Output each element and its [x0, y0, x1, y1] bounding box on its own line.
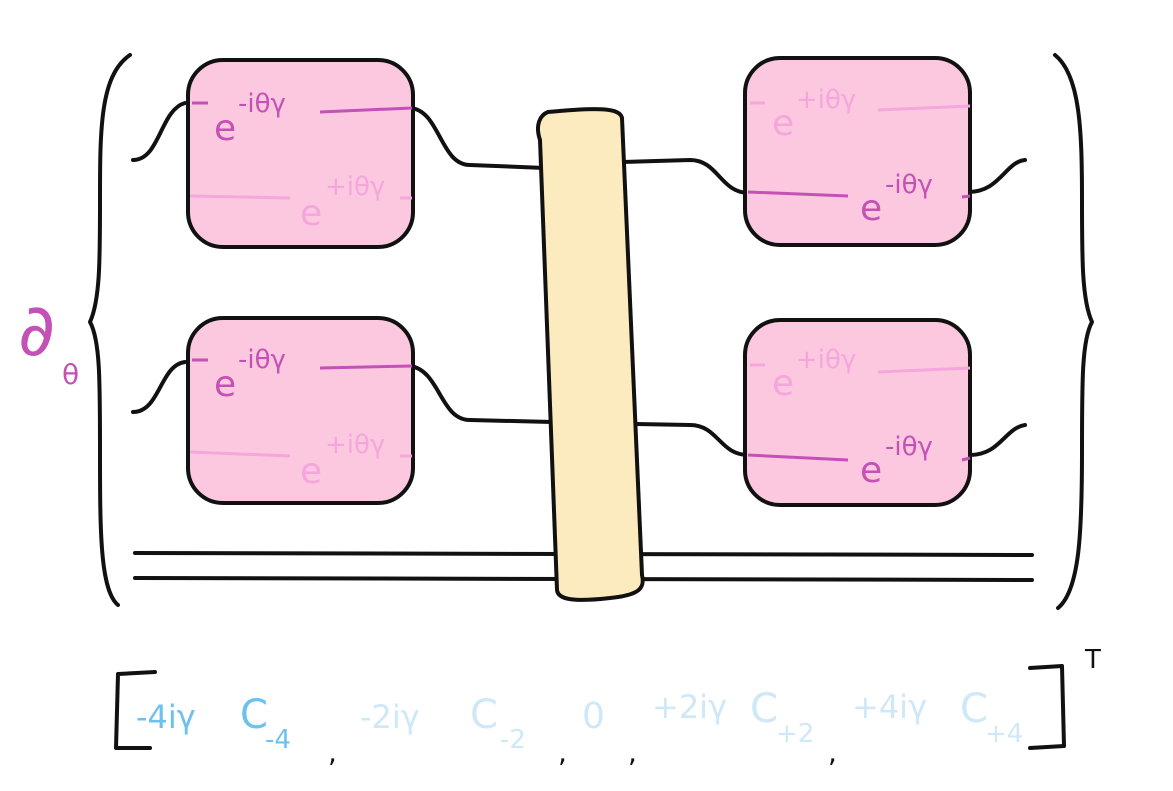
block-2-top-tail-line	[877, 104, 971, 112]
derivative-operator: ∂ θ	[18, 288, 79, 391]
block-1-top-base: e	[214, 108, 236, 149]
wires	[131, 101, 1027, 457]
vector-entry-4-coefficient: +2iγ	[652, 688, 727, 726]
block-4-top-exponent: +iθγ	[796, 345, 856, 375]
block-1-bottom-exponent: +iθγ	[325, 172, 385, 202]
vector-entry-1-coefficient: -4iγ	[136, 698, 196, 736]
block-4-bottom-line	[747, 453, 849, 462]
block-3-top-base: e	[214, 364, 236, 405]
block-1-bottom-base: e	[300, 193, 322, 234]
vector-entry-4-subscript: +2	[776, 719, 814, 749]
vector-entry-4-symbol: C	[750, 686, 778, 732]
block-2-bottom-exponent: -iθγ	[885, 170, 933, 200]
vector-entry-2-coefficient: -2iγ	[360, 698, 420, 736]
block-3-bottom-base: e	[300, 451, 322, 492]
separator-comma-3: ,	[628, 736, 637, 769]
left-square-bracket	[114, 670, 157, 750]
block-2-top-base: e	[772, 103, 794, 144]
partial-symbol: ∂	[18, 288, 55, 372]
left-brace	[88, 53, 132, 607]
vector-entry-1-subscript: -4	[265, 725, 291, 755]
block-3-top-exponent: -iθγ	[238, 345, 286, 375]
block-bottom-left	[186, 316, 415, 505]
vector-entry-2-symbol: C	[470, 692, 498, 738]
block-2-bottom-base: e	[860, 188, 882, 229]
block-3-top-tail-line	[319, 364, 413, 370]
vector-entry-3-coefficient: 0	[582, 696, 605, 737]
block-labels: e -iθγ e +iθγ e +iθγ e -iθγ e -iθγ e +iθ…	[189, 85, 971, 492]
partial-subscript: θ	[62, 358, 79, 391]
separator-comma-1: ,	[328, 736, 337, 769]
block-4-bottom-tail-line	[961, 456, 971, 462]
transpose-marker: T	[1084, 645, 1101, 675]
vector-entry-5-subscript: +4	[985, 719, 1023, 749]
block-top-left	[186, 58, 415, 249]
block-1-top-tail-line	[319, 106, 413, 114]
block-4-bottom-base: e	[860, 450, 882, 491]
block-3-bottom-line	[189, 450, 291, 458]
vector-entry-5-coefficient: +4iγ	[852, 688, 927, 726]
central-tensor-bar	[536, 107, 645, 602]
vector-entry-5-symbol: C	[960, 686, 988, 732]
block-1-bottom-line	[189, 194, 291, 200]
block-top-right	[743, 56, 972, 247]
right-brace	[1053, 53, 1094, 610]
vector-entry-1-symbol: C	[240, 692, 268, 738]
separator-comma-4: ,	[828, 736, 837, 769]
block-4-top-tail-line	[877, 366, 971, 374]
vector-entry-2-subscript: -2	[500, 725, 526, 755]
coefficient-vector: T -4iγ C -4 , -2iγ C -2 , 0 , +2iγ C +2 …	[114, 645, 1101, 769]
right-square-bracket	[1028, 664, 1066, 750]
separator-comma-2: ,	[558, 736, 567, 769]
block-2-bottom-tail-line	[961, 194, 971, 199]
block-1-top-exponent: -iθγ	[238, 89, 286, 119]
block-2-top-exponent: +iθγ	[796, 85, 856, 115]
block-4-bottom-exponent: -iθγ	[885, 432, 933, 462]
block-bottom-right	[743, 318, 972, 507]
block-4-top-base: e	[772, 363, 794, 404]
block-3-bottom-exponent: +iθγ	[325, 430, 385, 460]
block-2-bottom-line	[747, 190, 849, 198]
